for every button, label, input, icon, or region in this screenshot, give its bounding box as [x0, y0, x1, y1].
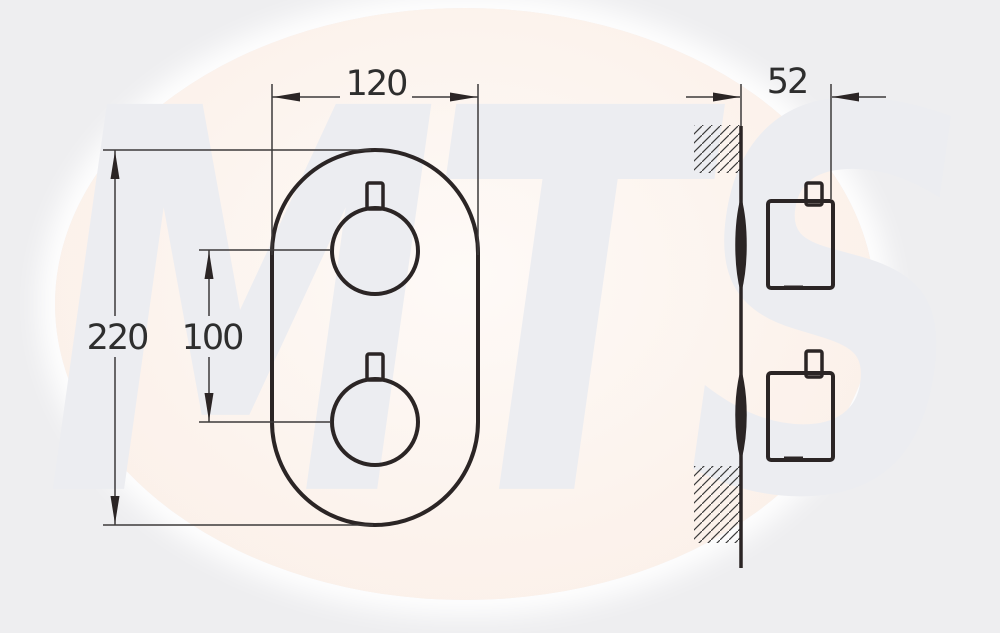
dim-width-arrow-left: [273, 92, 300, 102]
upper-handle-tab: [365, 181, 385, 211]
dim-width-arrow-right: [450, 92, 477, 102]
plate-height-label: 220: [86, 318, 150, 358]
side-lower-handle-tab: [804, 349, 824, 379]
dim-spacing-arrow-bottom: [204, 393, 214, 421]
dim-height-arrow-top: [110, 151, 120, 179]
plate-profile-upper: [735, 196, 747, 294]
side-upper-handle-tab: [804, 181, 824, 207]
dim-height-arrow-bottom: [110, 496, 120, 524]
wall-hatch-top: [694, 125, 740, 173]
lower-handle-tab: [365, 352, 385, 382]
plate-width-label: 120: [345, 64, 409, 104]
side-view: [694, 125, 835, 568]
lower-handle-circle: [330, 377, 420, 467]
side-upper-handle-body: [766, 199, 835, 290]
plate-outline: [270, 148, 480, 527]
dim-handle-spacing: [199, 249, 331, 423]
dim-plate-height: [103, 149, 373, 526]
handle-spacing-label: 100: [181, 318, 245, 358]
front-view: [270, 148, 480, 527]
dim-depth-arrow-left: [713, 92, 740, 102]
side-lower-handle-body: [766, 371, 835, 462]
upper-handle-circle: [330, 206, 420, 296]
depth-label: 52: [766, 62, 810, 102]
dim-depth: [686, 84, 886, 199]
dim-depth-arrow-right: [832, 92, 859, 102]
dim-spacing-arrow-top: [204, 251, 214, 279]
wall-hatch-bottom: [694, 466, 741, 543]
plate-profile-lower: [735, 368, 747, 462]
dim-plate-width: [271, 84, 479, 255]
